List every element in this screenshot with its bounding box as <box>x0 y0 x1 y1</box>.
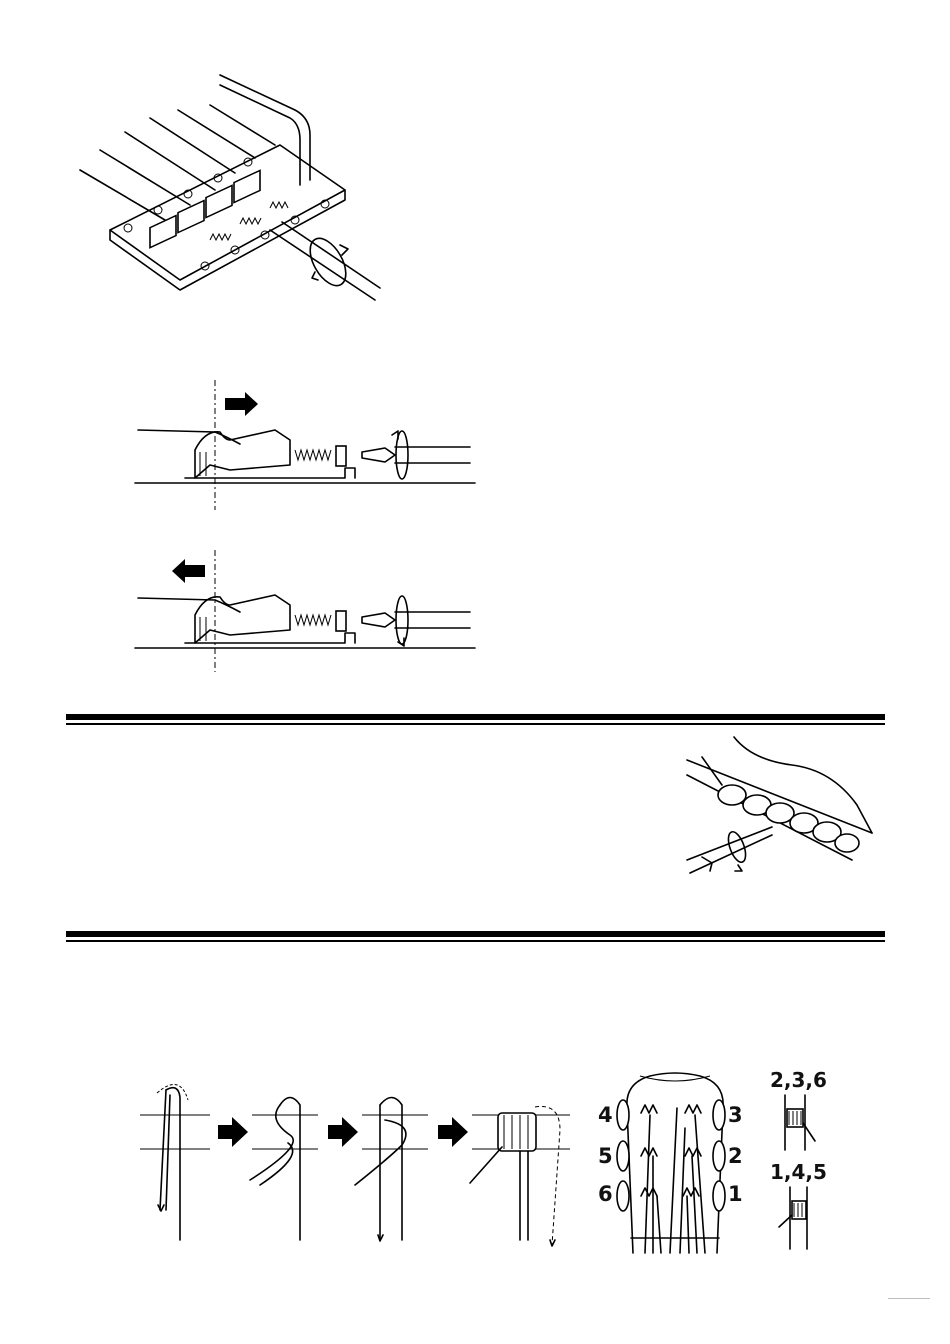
peg-number-right-middle: 2 <box>728 1144 743 1168</box>
peg-number-right-bottom: 1 <box>728 1182 743 1206</box>
step-arrow-2-icon <box>328 1117 358 1147</box>
step-arrow-1-icon <box>218 1117 248 1147</box>
arrow-right-icon <box>225 392 258 416</box>
peg-number-left-top: 4 <box>598 1103 613 1127</box>
arrow-left-icon <box>172 559 205 583</box>
saddle-side-view-forward <box>130 380 480 515</box>
saddle-forward-drawing <box>130 380 480 515</box>
winding-steps-drawing <box>140 1085 580 1245</box>
saddle-height-drawing <box>682 735 882 885</box>
group-label-145: 1,4,5 <box>770 1160 827 1184</box>
saddle-backward-drawing <box>130 550 480 680</box>
step-arrow-3-icon <box>438 1117 468 1147</box>
saddle-side-view-backward <box>130 550 480 680</box>
saddle-height-figure <box>682 735 882 885</box>
saddle-row <box>718 785 859 852</box>
page-footer-rule <box>888 1298 930 1299</box>
bridge-isometric-drawing <box>70 70 390 320</box>
string-winding-sequence <box>140 1085 580 1245</box>
winding-direction-145 <box>775 1187 825 1249</box>
winding-direction-236 <box>775 1095 825 1150</box>
section-divider-2 <box>66 931 885 937</box>
bridge-isometric-figure <box>70 70 390 320</box>
peg-number-left-middle: 5 <box>598 1144 613 1168</box>
winding-145-drawing <box>775 1187 825 1249</box>
peg-number-right-top: 3 <box>728 1103 743 1127</box>
winding-236-drawing <box>775 1095 825 1150</box>
group-label-236: 2,3,6 <box>770 1068 827 1092</box>
peg-number-left-bottom: 6 <box>598 1182 613 1206</box>
section-divider-1 <box>66 714 885 720</box>
